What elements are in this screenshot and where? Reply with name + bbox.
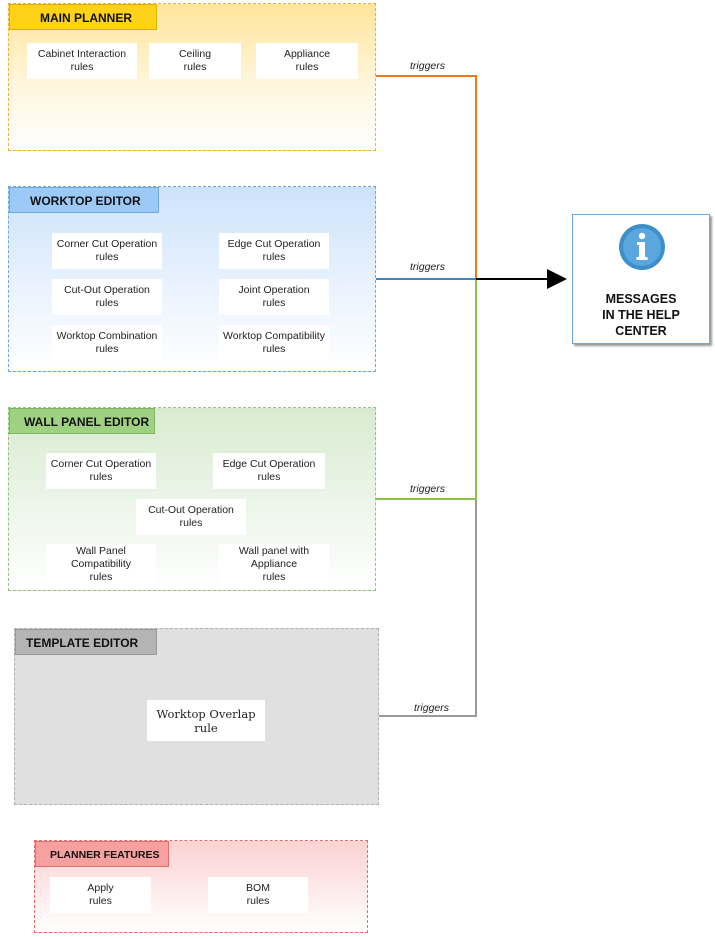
rule-worktop-joint: Joint Operation rules [219, 279, 329, 315]
rule-worktop-overlap: Worktop Overlap rule [147, 700, 265, 741]
rule-wall-corner-cut: Corner Cut Operation rules [46, 453, 156, 489]
worktop-editor-title: WORKTOP EDITOR [9, 187, 159, 213]
rule-worktop-edge-cut: Edge Cut Operation rules [219, 233, 329, 269]
help-center-messages-text: MESSAGES IN THE HELP CENTER [602, 292, 680, 338]
info-icon [619, 224, 665, 270]
main-planner-title: MAIN PLANNER [9, 4, 157, 30]
triggers-label-main: triggers [410, 60, 446, 72]
rule-wall-edge-cut: Edge Cut Operation rules [213, 453, 325, 489]
template-editor-title: TEMPLATE EDITOR [15, 629, 157, 655]
rule-ceiling: Ceiling rules [149, 43, 241, 79]
wall-panel-editor-title: WALL PANEL EDITOR [9, 408, 155, 434]
triggers-label-worktop: triggers [410, 261, 446, 273]
rule-wall-cut-out: Cut-Out Operation rules [136, 499, 246, 535]
rule-worktop-compatibility: Worktop Compatibility rules [219, 325, 329, 361]
rule-worktop-cut-out: Cut-Out Operation rules [52, 279, 162, 315]
triggers-label-template: triggers [414, 702, 450, 714]
rule-wall-panel-appliance: Wall panel with Appliance rules [219, 544, 329, 584]
rule-wall-panel-compatibility: Wall Panel Compatibility rules [46, 544, 156, 584]
rule-appliance: Appliance rules [256, 43, 358, 79]
main-planner-connector [376, 75, 477, 279]
wall-panel-connector [376, 279, 477, 500]
rule-worktop-combination: Worktop Combination rules [52, 325, 162, 361]
rule-apply: Apply rules [50, 877, 151, 913]
triggers-label-wall: triggers [410, 483, 446, 495]
template-editor-connector [378, 499, 477, 717]
rule-cabinet-interaction: Cabinet Interaction rules [27, 43, 137, 79]
planner-features-title: PLANNER FEATURES [35, 841, 169, 867]
rule-bom: BOM rules [208, 877, 308, 913]
rule-worktop-corner-cut: Corner Cut Operation rules [52, 233, 162, 269]
help-center-messages-box: MESSAGES IN THE HELP CENTER [572, 214, 710, 344]
